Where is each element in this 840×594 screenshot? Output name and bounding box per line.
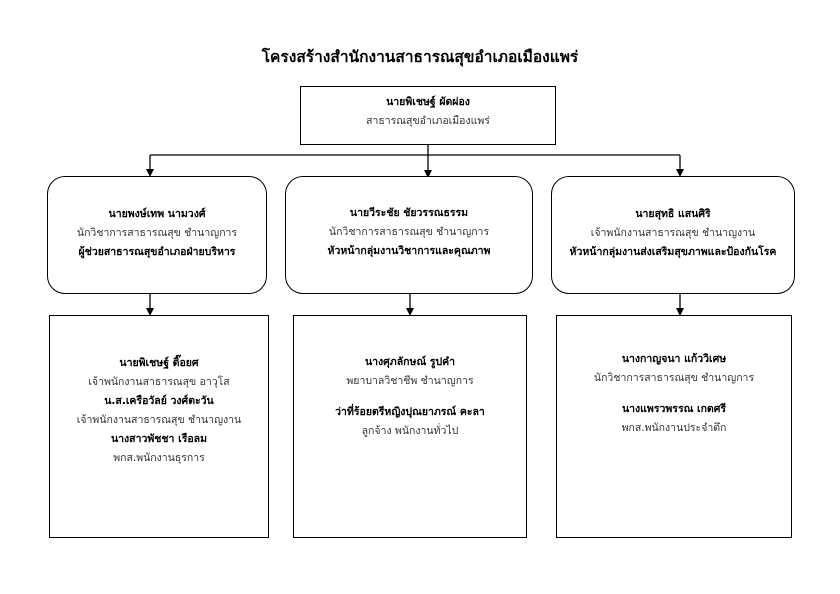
- director-name: นายพิเชษฐ์ ผัดผ่อง: [386, 96, 470, 108]
- staff-name: น.ส.เครือวัลย์ วงศ์ตะวัน: [104, 395, 214, 407]
- head-role: ผู้ช่วยสาธารณสุขอำเภอฝ่ายบริหาร: [78, 246, 236, 258]
- staff-name: นางศุภลักษณ์ รูปคำ: [364, 356, 456, 368]
- head-name: นายวีระชัย ชัยวรรณธรรม: [349, 207, 469, 219]
- group-head-admin: นายพงษ์เทพ นามวงศ์ นักวิชาการสาธารณสุข ช…: [47, 176, 267, 294]
- staff-name: นางแพรวพรรณ เกตศรี: [621, 403, 727, 415]
- staff-position: พกส.พนักงานธุรการ: [113, 452, 205, 464]
- staff-name: นางกาญจนา แก้ววิเศษ: [621, 353, 727, 365]
- head-name: นายสุทธิ แสนศิริ: [635, 208, 711, 220]
- director-box: นายพิเชษฐ์ ผัดผ่อง สาธารณสุขอำเภอเมืองแพ…: [300, 86, 556, 145]
- head-role: หัวหน้ากลุ่มงานส่งเสริมสุขภาพและป้องกันโ…: [569, 246, 777, 258]
- head-role: หัวหน้ากลุ่มงานวิชาการและคุณภาพ: [327, 245, 491, 257]
- group-head-health-promotion: นายสุทธิ แสนศิริ เจ้าพนักงานสาธารณสุข ชำ…: [551, 176, 795, 294]
- chart-title: โครงสร้างสำนักงานสาธารณสุขอำเภอเมืองแพร่: [261, 48, 579, 66]
- head-position: นักวิชาการสาธารณสุข ชำนาญการ: [328, 226, 490, 238]
- director-position: สาธารณสุขอำเภอเมืองแพร่: [366, 115, 490, 127]
- staff-name: นายพิเชษฐ์ ติ๊อยศ: [119, 357, 199, 369]
- staff-position: พกส.พนักงานประจำตึก: [621, 422, 727, 434]
- staff-position: เจ้าพนักงานสาธารณสุข อาวุโส: [88, 376, 230, 388]
- head-position: นักวิชาการสาธารณสุข ชำนาญการ: [76, 227, 238, 239]
- staff-position: ลูกจ้าง พนักงานทั่วไป: [361, 425, 459, 437]
- group-head-academic: นายวีระชัย ชัยวรรณธรรม นักวิชาการสาธารณส…: [285, 176, 533, 294]
- staff-box-admin: นายพิเชษฐ์ ติ๊อยศ เจ้าพนักงานสาธารณสุข อ…: [49, 315, 269, 538]
- staff-position: พยาบาลวิชาชีพ ชำนาญการ: [346, 375, 474, 387]
- staff-box-health-promotion: นางกาญจนา แก้ววิเศษ นักวิชาการสาธารณสุข …: [556, 315, 792, 538]
- staff-position: เจ้าพนักงานสาธารณสุข ชำนาญงาน: [76, 414, 242, 426]
- staff-name: นางสาวพัชชา เรือลม: [110, 433, 208, 445]
- head-name: นายพงษ์เทพ นามวงศ์: [108, 208, 206, 220]
- head-position: เจ้าพนักงานสาธารณสุข ชำนาญงาน: [590, 227, 756, 239]
- staff-position: นักวิชาการสาธารณสุข ชำนาญการ: [593, 372, 755, 384]
- staff-name: ว่าที่ร้อยตรีหญิงปุณยาภรณ์ คะลา: [335, 406, 485, 418]
- staff-box-academic: นางศุภลักษณ์ รูปคำ พยาบาลวิชาชีพ ชำนาญกา…: [293, 315, 527, 538]
